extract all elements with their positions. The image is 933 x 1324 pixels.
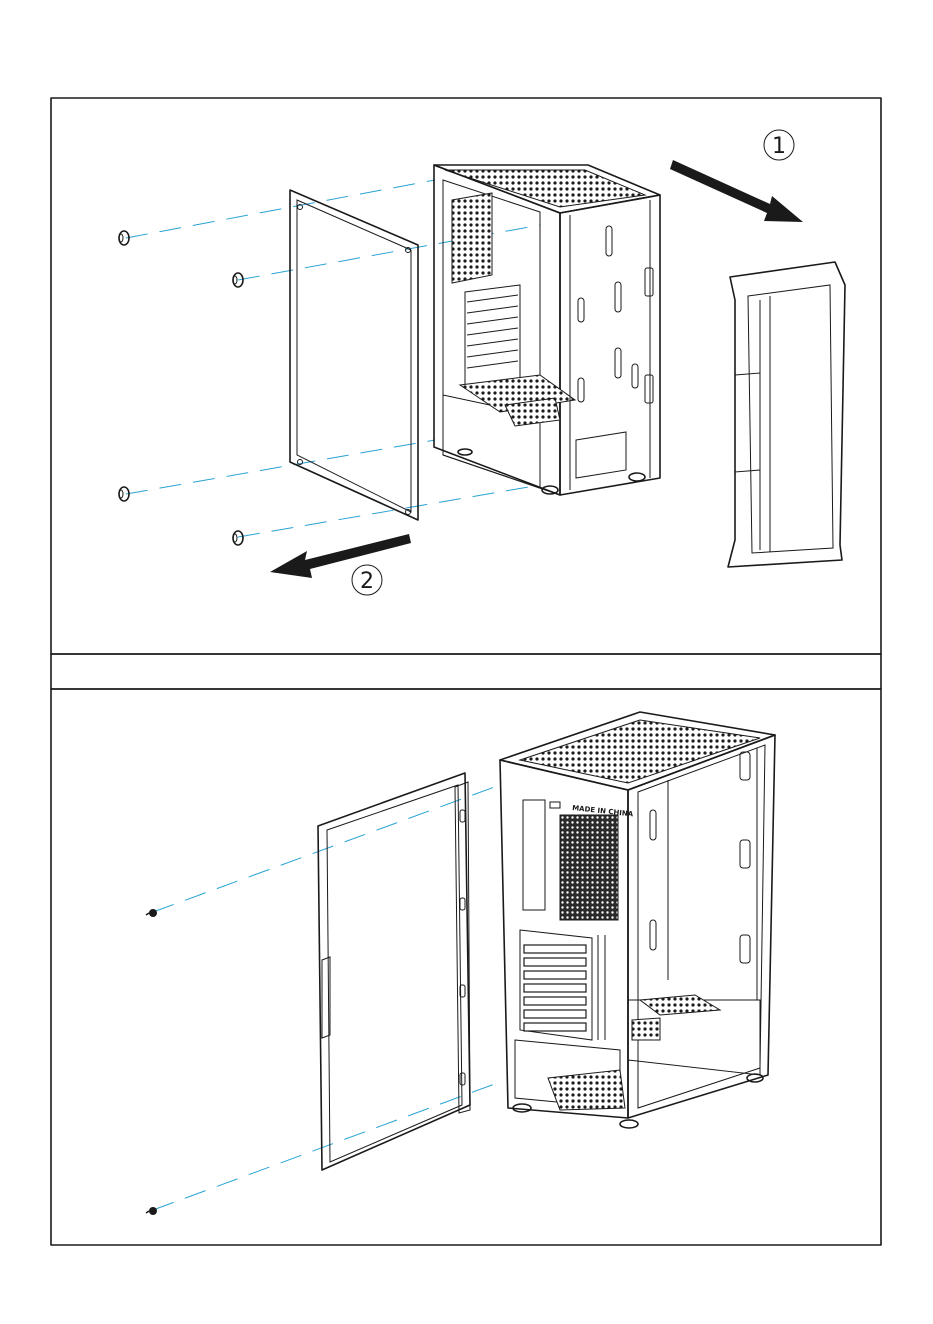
step-number-1: 1 xyxy=(772,134,786,159)
front-panel xyxy=(728,262,845,567)
thumbscrew-icon xyxy=(146,1207,157,1215)
step-callout-2: 2 xyxy=(352,565,382,595)
step-number-2: 2 xyxy=(360,569,374,594)
side-steel-panel xyxy=(318,773,470,1170)
panel-divider-band xyxy=(51,654,881,689)
pc-case-back-view: MADE IN CHINA xyxy=(500,712,775,1128)
pc-case-top-view xyxy=(434,165,660,495)
arrow-icon xyxy=(670,160,803,222)
guide-lines-bottom xyxy=(153,785,500,1210)
step-callout-1: 1 xyxy=(764,130,794,160)
thumbscrew-icon xyxy=(146,909,157,917)
panel-frame-top xyxy=(51,98,881,654)
arrow-icon xyxy=(270,534,411,578)
expansion-slots xyxy=(465,285,520,388)
screw-icon xyxy=(233,531,243,545)
rear-expansion-slots xyxy=(520,930,592,1040)
side-glass-panel xyxy=(290,190,418,520)
